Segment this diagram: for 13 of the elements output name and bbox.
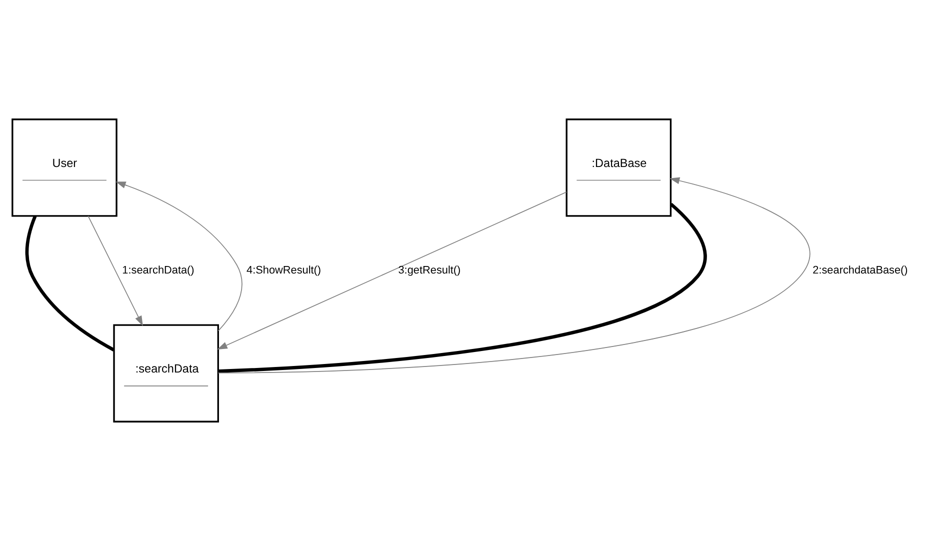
edge-label: 1:searchData() (122, 264, 194, 276)
edge-label: 4:ShowResult() (246, 264, 322, 276)
connector (25, 215, 115, 351)
arrow (116, 181, 242, 331)
edge-label: 2:searchdataBase() (812, 264, 908, 276)
node-box: User (12, 118, 118, 216)
connector (218, 202, 707, 372)
arrow (217, 191, 567, 349)
arrow (218, 176, 810, 373)
node-box: :DataBase (566, 118, 672, 216)
edge-label: 3:getResult() (398, 264, 461, 276)
arrow (88, 215, 143, 326)
node-box: :searchData (113, 324, 219, 422)
